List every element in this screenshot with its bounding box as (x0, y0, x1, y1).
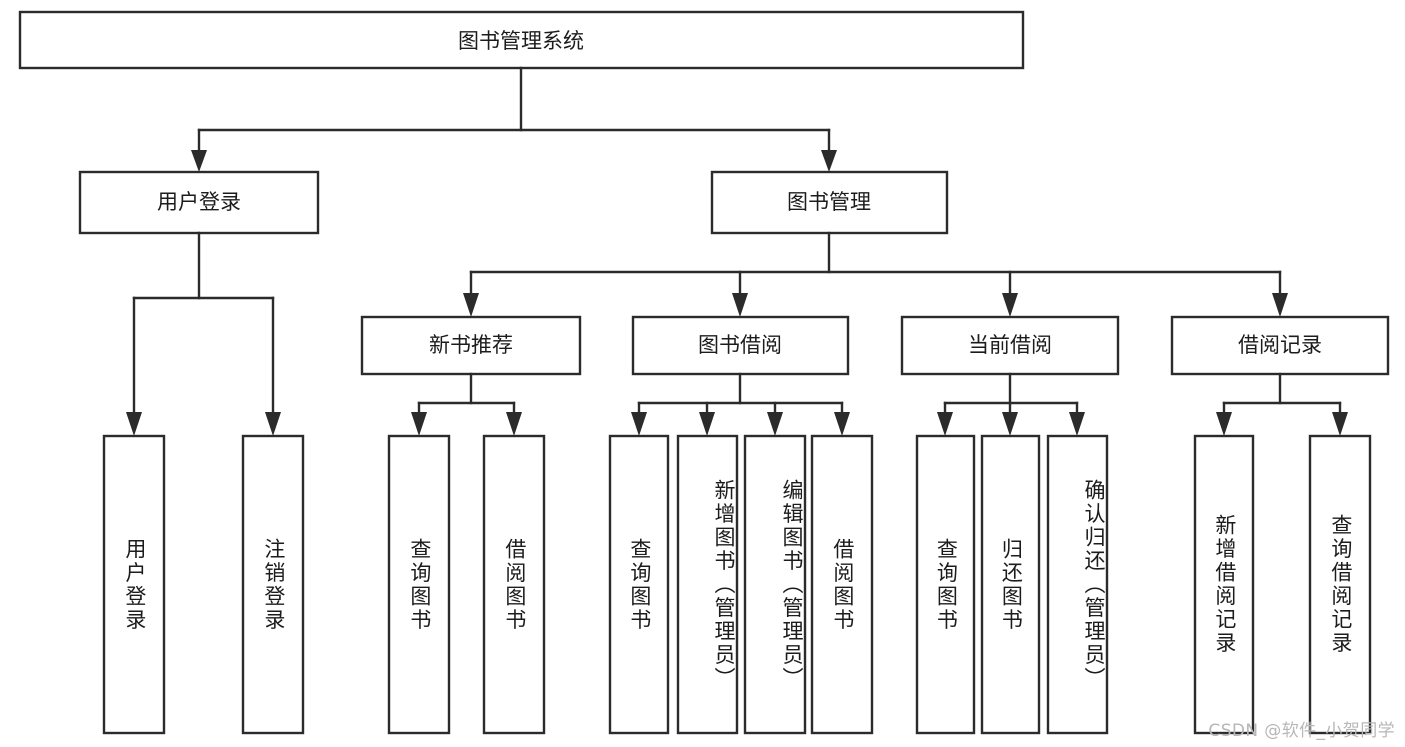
connector-new-book-to-leaves (411, 372, 522, 436)
leaf-book-borrow-1-box[interactable] (676, 434, 739, 735)
arrow-head-icon (506, 412, 522, 436)
arrow-head-icon (767, 412, 783, 436)
node-new-book-label: 新书推荐 (429, 333, 513, 357)
node-root-label: 图书管理系统 (458, 29, 584, 53)
arrow-head-icon (821, 150, 837, 172)
connector-user-login-to-leaves (126, 231, 281, 436)
arrow-head-icon (732, 293, 748, 317)
node-borrow-record-label: 借阅记录 (1238, 333, 1322, 357)
node-book-manage-label: 图书管理 (787, 190, 871, 214)
node-book-borrow-label: 图书借阅 (698, 333, 782, 357)
node-user-login-label: 用户登录 (157, 190, 241, 214)
leaf-book-borrow-3-box[interactable] (810, 434, 874, 735)
connector-current-borrow-to-leaves (937, 372, 1085, 436)
arrow-head-icon (1272, 293, 1288, 317)
arrow-head-icon (631, 412, 647, 436)
leaf-current-borrow-0-box[interactable] (915, 434, 976, 735)
connector-book-borrow-to-leaves (631, 372, 850, 436)
leaf-borrow-record-1-box[interactable] (1308, 434, 1372, 735)
arrow-head-icon (463, 293, 479, 317)
node-current-borrow-label: 当前借阅 (968, 333, 1052, 357)
arrow-head-icon (1332, 412, 1348, 436)
leaf-new-book-0-box[interactable] (387, 434, 451, 735)
arrow-head-icon (1002, 293, 1018, 317)
leaf-user-login-0-box[interactable] (102, 434, 166, 735)
arrow-head-icon (126, 412, 142, 436)
connector-book-manage-to-level2 (463, 231, 1288, 317)
arrow-head-icon (191, 150, 207, 172)
arrow-head-icon (937, 412, 953, 436)
node-new-book-box[interactable] (360, 315, 582, 376)
arrow-head-icon (699, 412, 715, 436)
connector-root-to-level1 (191, 66, 837, 172)
arrow-head-icon (265, 412, 281, 436)
leaf-borrow-record-0-box[interactable] (1193, 434, 1255, 735)
arrow-head-icon (1069, 412, 1085, 436)
leaf-book-borrow-2-box[interactable] (743, 434, 807, 735)
leaf-user-login-1-box[interactable] (241, 434, 305, 735)
node-root-box[interactable] (18, 10, 1025, 70)
arrow-head-icon (1002, 412, 1018, 436)
arrow-head-icon (411, 412, 427, 436)
connector-borrow-record-to-leaves (1216, 372, 1348, 436)
leaf-current-borrow-2-box[interactable] (1046, 434, 1109, 735)
leaf-book-borrow-0-box[interactable] (608, 434, 670, 735)
leaf-current-borrow-1-box[interactable] (980, 434, 1041, 735)
csdn-watermark: CSDN @软件_小贺同学 (1208, 721, 1395, 741)
arrow-head-icon (834, 412, 850, 436)
node-user-login-box[interactable] (78, 170, 320, 235)
node-current-borrow-box[interactable] (900, 315, 1120, 376)
leaf-new-book-1-box[interactable] (482, 434, 546, 735)
arrow-head-icon (1216, 412, 1232, 436)
